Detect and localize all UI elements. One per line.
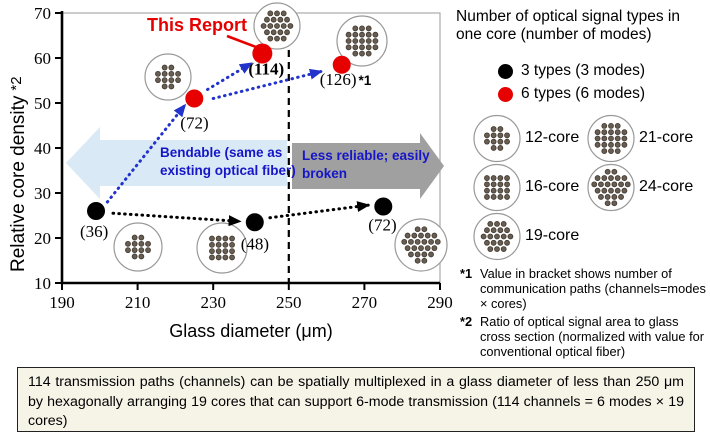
core-icon-label: 24-core xyxy=(639,178,694,196)
core-cross-section-icons xyxy=(113,2,448,274)
blue-dotted-arrow xyxy=(206,61,253,91)
legend-core-16: 16-core xyxy=(472,163,586,212)
16-core-icon xyxy=(473,163,521,211)
less-reliable-label-line2: broken xyxy=(302,166,347,181)
y-tick-label: 30 xyxy=(34,184,51,203)
core-icon-16-core xyxy=(473,163,521,211)
x-tick-label: 210 xyxy=(125,293,151,312)
bendable-arrow xyxy=(66,127,287,199)
24-core-icon xyxy=(587,163,635,211)
footnote-text: Ratio of optical signal area to glass cr… xyxy=(480,313,705,360)
footnote-2: *2 Ratio of optical signal area to glass… xyxy=(460,314,708,360)
bendable-label-line1: Bendable (same as xyxy=(160,145,282,160)
black-dot-swatch xyxy=(498,63,513,79)
x-axis-title: Glass diameter (μm) xyxy=(169,321,332,341)
blue-dotted-arrow xyxy=(211,68,323,100)
data-point xyxy=(87,202,106,220)
trend-arrows xyxy=(105,61,371,227)
data-point xyxy=(185,89,204,108)
data-point xyxy=(332,55,351,74)
less-reliable-label-line1: Less reliable; easily xyxy=(302,148,430,163)
data-point xyxy=(374,197,393,216)
footnote-text: Value in bracket shows number of communi… xyxy=(480,265,706,312)
caption-box: 114 transmission paths (channels) can be… xyxy=(17,367,695,432)
footnote-marker: *2 xyxy=(460,313,473,329)
core-icon-label: 16-core xyxy=(525,178,580,196)
axes: 190 210 230 250 270 290 10 20 30 40 50 60 70 xyxy=(34,4,453,312)
legend-title: Number of optical signal types in one co… xyxy=(456,8,681,44)
legend-core-24: 24-core xyxy=(586,163,708,212)
data-point xyxy=(245,213,264,232)
black-dotted-arrow xyxy=(268,201,371,220)
core-icon-12-core xyxy=(473,114,521,162)
y-axis-title: Relative core density*2 xyxy=(8,76,29,272)
footnotes: *1 Value in bracket shows number of comm… xyxy=(460,266,708,360)
core-icon-12-core xyxy=(113,222,163,272)
point-label: (72) xyxy=(368,216,396,235)
core-icon-label: 21-core xyxy=(639,129,694,147)
legend-panel: Number of optical signal types in one co… xyxy=(450,4,708,362)
bendable-label-line2: existing optical fiber) xyxy=(160,163,296,178)
core-icon-21-core xyxy=(587,114,635,162)
x-tick-label: 250 xyxy=(276,293,302,312)
core-icon-24-core xyxy=(587,163,635,211)
12-core-icon xyxy=(473,114,521,162)
red-dot-swatch xyxy=(498,86,513,102)
21-core-icon xyxy=(587,114,635,162)
scatter-chart: Bendable (same as existing optical fiber… xyxy=(8,2,453,341)
this-report-label: This Report xyxy=(147,15,247,35)
core-icon-label: 12-core xyxy=(525,129,580,147)
point-label: (36) xyxy=(80,222,108,241)
y-tick-label: 10 xyxy=(34,274,51,293)
data-points xyxy=(87,43,393,232)
core-icon-16-core xyxy=(196,222,248,274)
y-tick-label: 50 xyxy=(34,94,51,113)
black-dotted-arrow xyxy=(111,211,242,227)
core-icon-label: 19-core xyxy=(525,227,580,245)
legend-core-12: 12-core xyxy=(472,114,586,163)
legend-core-19: 19-core xyxy=(472,212,586,261)
footnote-1: *1 Value in bracket shows number of comm… xyxy=(460,266,708,312)
less-reliable-arrow xyxy=(292,133,444,199)
x-tick-label: 270 xyxy=(352,293,378,312)
x-tick-label: 230 xyxy=(200,293,226,312)
core-icon-21-core xyxy=(336,15,388,67)
point-label: (114) xyxy=(248,60,284,79)
core-icon-19-core xyxy=(253,2,301,50)
core-icon-19-core xyxy=(473,212,521,260)
point-label: (48) xyxy=(241,234,269,253)
core-icon-12-core xyxy=(144,53,192,101)
y-tick-label: 40 xyxy=(34,139,51,158)
19-core-icon xyxy=(473,212,521,260)
y-tick-label: 70 xyxy=(34,4,51,23)
legend-item-3-modes: 3 types (3 modes) xyxy=(498,60,708,83)
y-tick-label: 60 xyxy=(34,49,51,68)
core-icon-grid: 12-core 21-core 16-core 24-core 19-core xyxy=(472,114,708,261)
data-point xyxy=(252,43,273,64)
legend-item-label: 3 types (3 modes) xyxy=(521,62,646,80)
y-tick-label: 20 xyxy=(34,229,51,248)
x-tick-label: 290 xyxy=(427,293,453,312)
legend-core-21: 21-core xyxy=(586,114,708,163)
point-label: (126)*1 xyxy=(320,70,372,89)
blue-dotted-arrow xyxy=(105,103,187,204)
x-tick-label: 190 xyxy=(49,293,75,312)
point-label: (72) xyxy=(180,114,208,133)
caption-text: 114 transmission paths (channels) can be… xyxy=(28,374,684,430)
footnote-marker: *1 xyxy=(460,265,473,281)
core-icon-24-core xyxy=(394,218,448,272)
point-labels: (36) (48) (72) (72) (114) (126)*1 xyxy=(80,60,397,254)
legend-item-6-modes: 6 types (6 modes) xyxy=(498,83,708,106)
this-report-leader-line xyxy=(226,34,257,49)
legend-items: 3 types (3 modes) 6 types (6 modes) xyxy=(450,60,708,106)
legend-item-label: 6 types (6 modes) xyxy=(521,85,646,103)
